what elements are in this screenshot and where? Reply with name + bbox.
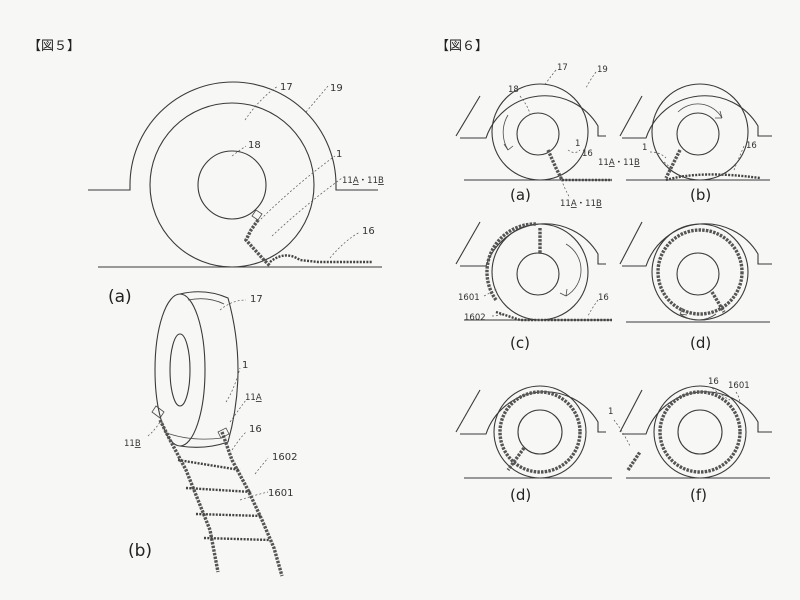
fig6c-fender (460, 223, 606, 267)
fig5b-rung-2 (185, 486, 253, 494)
fig6f-label-16: 16 (708, 377, 719, 387)
fig5b-hub (169, 333, 191, 407)
fig6d-drawing (619, 221, 772, 323)
fig5b-drawing (151, 291, 284, 577)
fig5b-label-1: 1 (242, 360, 248, 371)
fig5b-rung-1 (177, 458, 241, 472)
fig5a-belt (243, 219, 272, 268)
fig5a-chain (269, 254, 372, 264)
fig5a-clip (251, 209, 263, 221)
fig6a-label-11a-11b: 11A・11B (560, 199, 602, 209)
fig6e-caption: (d) (510, 486, 531, 504)
fig6c-wrap-chain (485, 222, 537, 301)
fig6e-wheel (517, 409, 563, 455)
fig5b-leaders (147, 299, 269, 501)
fig6a-fender (460, 95, 606, 139)
fig6c-wheel (516, 252, 560, 296)
fig6e-wrap-chain (498, 390, 582, 474)
fig5-title: 【図５】 (28, 39, 80, 54)
fig5b-caption: (b) (128, 541, 152, 561)
fig6c-leaders (483, 287, 599, 317)
fig6a-label-1: 1 (575, 139, 580, 149)
fig5b-rung-3 (195, 512, 263, 518)
fig5a-drawing (88, 81, 382, 268)
fig6f-wheel (677, 409, 723, 455)
fig6b-label-11a-11b: 11A・11B (598, 158, 640, 168)
fig6d-tire (651, 223, 749, 321)
fig5b-rung-4 (203, 536, 271, 542)
fig6d-wrap-chain (656, 228, 744, 316)
fig6a-drawing (455, 83, 612, 182)
fig5a-label-11a-11b: 11A・11B (342, 176, 384, 186)
fig6b-wheel (676, 112, 720, 156)
fig6f-tire (653, 385, 747, 479)
fig5b-label-1602: 1602 (272, 452, 297, 463)
fig6a-label-17: 17 (557, 63, 568, 73)
fig6f-fender (622, 391, 772, 435)
fig6e-tire (493, 385, 587, 479)
fig6c-ground-chain (495, 310, 612, 322)
fig5a-label-17: 17 (280, 82, 293, 93)
fig5a-tire (149, 102, 315, 268)
fig6b-label-1: 1 (642, 143, 647, 153)
fig6b-drawing (619, 83, 772, 182)
fig5b-ladder-left (158, 419, 220, 573)
fig6b-fender (622, 95, 772, 139)
fig6c-label-1601: 1601 (458, 293, 480, 303)
fig5b-label-11a: 11A (245, 393, 262, 403)
fig6a-caption: (a) (510, 186, 531, 204)
fig5b-label-1601: 1601 (268, 488, 293, 499)
fig6f-label-1601: 1601 (728, 381, 750, 391)
fig6f-caption: (f) (690, 486, 707, 504)
fig6c-drawing (455, 221, 612, 322)
fig6b-tire (651, 83, 749, 181)
fig6f-label-1: 1 (608, 407, 613, 417)
fig5b-label-11b: 11B (124, 439, 141, 449)
fig6c-caption: (c) (510, 334, 530, 352)
fig5a-caption: (a) (108, 287, 132, 307)
fig5a-wheel (197, 150, 267, 220)
fig5a-fender (88, 81, 378, 191)
fig5a-label-1: 1 (336, 149, 342, 160)
fig6a-label-16: 16 (582, 149, 593, 159)
fig6a-belt (546, 149, 564, 181)
fig6d-belt (710, 291, 726, 313)
fig6a-tire (491, 83, 589, 181)
fig6d-wheel (676, 252, 720, 296)
fig6c-label-16: 16 (598, 293, 609, 303)
fig6f-leaders (613, 387, 741, 447)
fig6f-removed-belt (626, 451, 642, 471)
fig6b-label-16: 16 (746, 141, 757, 151)
fig5b-label-16: 16 (249, 424, 262, 435)
fig5a-leaders (231, 85, 361, 259)
fig6e-fender (460, 391, 606, 435)
fig5a-label-16: 16 (362, 226, 375, 237)
fig6a-leaders (519, 69, 597, 199)
fig6f-wrap-chain (658, 390, 742, 474)
fig6a-wheel (516, 112, 560, 156)
fig6a-label-18: 18 (508, 85, 519, 95)
fig5a-label-19: 19 (330, 83, 343, 94)
fig5a-label-18: 18 (248, 140, 261, 151)
fig6-title: 【図６】 (436, 39, 488, 54)
fig6f-drawing (619, 385, 772, 479)
fig6d-caption: (d) (690, 334, 711, 352)
fig6b-caption: (b) (690, 186, 711, 204)
fig6e-belt (506, 447, 526, 471)
fig5b-clips (151, 405, 230, 439)
fig6b-chain (665, 173, 761, 182)
fig6c-tire (491, 223, 589, 321)
fig5b-label-17: 17 (250, 294, 263, 305)
fig6c-label-1602: 1602 (464, 313, 486, 323)
fig6a-label-19: 19 (597, 65, 608, 75)
fig6b-leaders (649, 145, 745, 171)
fig6b-belt (664, 149, 682, 179)
fig6e-drawing (455, 385, 612, 479)
fig5b-tire-tread (179, 291, 239, 448)
